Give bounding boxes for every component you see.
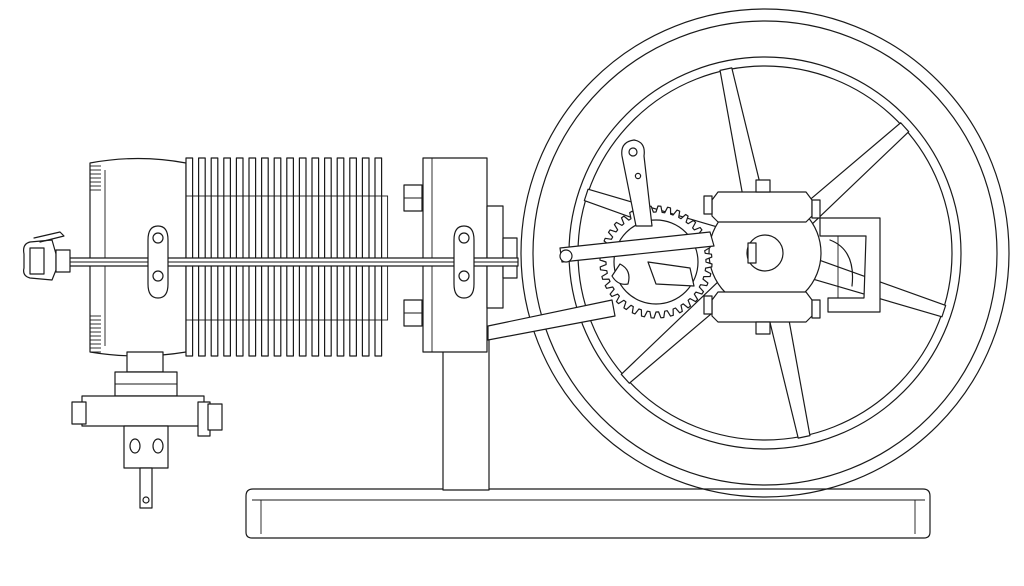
- cooling-fin: [349, 157, 357, 357]
- cooling-fin: [361, 157, 370, 357]
- cooling-fin: [235, 157, 244, 357]
- cooling-fin: [324, 157, 332, 357]
- gear: [599, 205, 713, 319]
- cooling-fin: [298, 157, 307, 357]
- displacer-cylinder: [89, 157, 187, 357]
- cooling-fin: [311, 157, 320, 357]
- rod-clamp-left: [147, 225, 169, 299]
- frame-bolts: [403, 184, 423, 327]
- cooling-fin: [185, 157, 194, 357]
- rocker-arm: [621, 139, 653, 227]
- cooling-fin: [374, 157, 383, 357]
- tie-rod: [39, 257, 519, 267]
- frame-support-arm: [487, 299, 616, 341]
- cooling-fin: [198, 157, 206, 357]
- cooling-fin: [286, 157, 294, 357]
- base-plate: [245, 488, 931, 539]
- cooling-fin: [336, 157, 345, 357]
- rod-clamp-right: [453, 225, 475, 299]
- cooling-fin: [223, 157, 232, 357]
- rod-end-fitting: [23, 231, 71, 281]
- cylinder-knurl: [90, 165, 101, 353]
- burner-assembly: [71, 351, 223, 509]
- cooling-fin: [248, 157, 257, 357]
- flywheel-spoke: [765, 303, 811, 439]
- connecting-rod: [559, 231, 715, 287]
- cooling-fin: [210, 157, 219, 357]
- cooling-fins: [185, 157, 389, 357]
- cooling-fin: [273, 157, 282, 357]
- flywheel-bearing-bracket: [703, 179, 881, 335]
- cooling-fin: [261, 157, 269, 357]
